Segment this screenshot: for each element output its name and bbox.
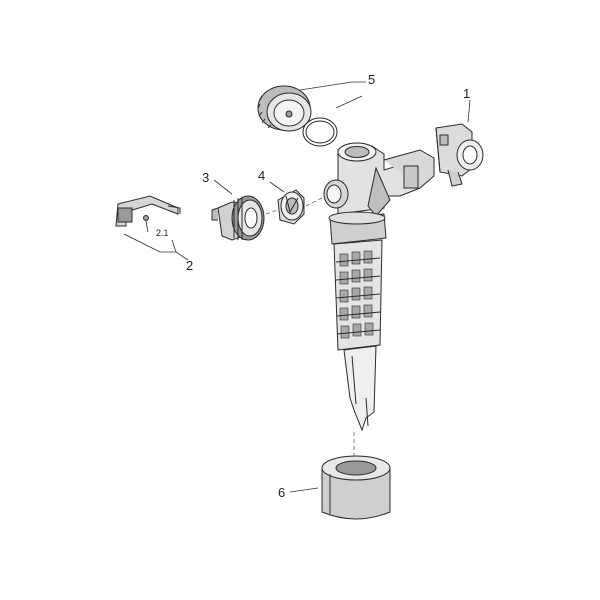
callout-1-label: 1 — [463, 86, 470, 101]
callout-5: 5 — [299, 72, 375, 109]
callout-5-label: 5 — [368, 72, 375, 87]
callout-4: 4 — [258, 168, 285, 193]
part-1-bracket — [435, 123, 484, 187]
valve-stem — [343, 345, 377, 432]
callout-3: 3 — [202, 170, 233, 195]
callout-6: 6 — [278, 485, 319, 500]
part-6-sleeve — [321, 455, 391, 520]
part-5-cap — [257, 85, 312, 132]
part-2-1-pin: 2.1 — [143, 215, 169, 238]
callout-6-label: 6 — [278, 485, 285, 500]
callout-2: 2 — [123, 233, 193, 273]
callout-2-label: 2 — [186, 258, 193, 273]
callout-3-label: 3 — [202, 170, 209, 185]
part-3-union-nut — [211, 195, 265, 241]
valve-body — [323, 142, 435, 245]
callout-2-1-label: 2.1 — [156, 228, 169, 238]
part-5-o-ring — [302, 117, 338, 147]
filter-screen — [333, 239, 383, 351]
axis-part-4 — [305, 197, 323, 207]
part-4-valve-insert — [277, 189, 305, 225]
callout-4-label: 4 — [258, 168, 265, 183]
axis-part-3 — [265, 209, 279, 215]
callout-1: 1 — [463, 86, 471, 123]
part-2-lever — [115, 195, 181, 227]
